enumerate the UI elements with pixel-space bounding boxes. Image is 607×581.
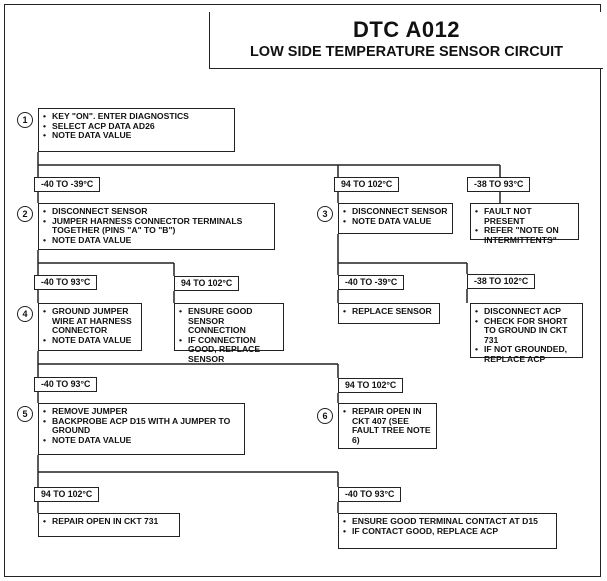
step-5-line: NOTE DATA VALUE [43,435,240,446]
dtc-code: DTC A012 [352,17,461,42]
step-4-line: GROUND JUMPER WIRE AT HARNESS CONNECTOR [43,306,137,336]
step-4-line: NOTE DATA VALUE [43,335,137,346]
result-fault-not-present: FAULT NOT PRESENT REFER "NOTE ON INTERMI… [470,203,579,245]
result-repair-ckt-731: REPAIR OPEN IN CKT 731 [38,513,180,537]
condition-s4-high: 94 TO 102°C [338,378,404,393]
step-6-box: REPAIR OPEN IN CKT 407 (SEE FAULT TREE N… [338,403,437,449]
result-disconnect-acp: DISCONNECT ACP CHECK FOR SHORT TO GROUND… [470,303,583,364]
step-5-box: REMOVE JUMPER BACKPROBE ACP D15 WITH A J… [38,403,245,455]
condition-s3-high: -38 TO 102°C [467,274,536,289]
step-3-box: DISCONNECT SENSOR NOTE DATA VALUE [338,203,453,234]
step-5-line: BACKPROBE ACP D15 WITH A JUMPER TO GROUN… [43,416,240,436]
result-line: ENSURE GOOD TERMINAL CONTACT AT D15 [343,516,552,527]
step-6-marker: 6 [317,408,333,424]
condition-s1-high: -38 TO 93°C [467,177,531,192]
result-line: FAULT NOT PRESENT [475,206,574,226]
step-2-box: DISCONNECT SENSOR JUMPER HARNESS CONNECT… [38,203,275,250]
title-block: DTC A012 LOW SIDE TEMPERATURE SENSOR CIR… [209,12,603,69]
result-ensure-sensor-connection: ENSURE GOOD SENSOR CONNECTION IF CONNECT… [174,303,284,364]
condition-s1-low: -40 TO -39°C [34,177,101,192]
result-line: IF CONTACT GOOD, REPLACE ACP [343,526,552,537]
step-4-box: GROUND JUMPER WIRE AT HARNESS CONNECTOR … [38,303,142,351]
step-2-line: NOTE DATA VALUE [43,235,270,246]
step-2-line: JUMPER HARNESS CONNECTOR TERMINALS TOGET… [43,216,270,236]
step-5-marker: 5 [17,406,33,422]
step-3-marker: 3 [317,206,333,222]
step-3-line: DISCONNECT SENSOR [343,206,448,217]
step-1-line: KEY "ON". ENTER DIAGNOSTICS [43,111,230,122]
step-5-line: REMOVE JUMPER [43,406,240,417]
condition-s5-low: -40 TO 93°C [338,487,402,502]
step-1-box: KEY "ON". ENTER DIAGNOSTICS SELECT ACP D… [38,108,235,152]
step-2-marker: 2 [17,206,33,222]
condition-s5-high: 94 TO 102°C [34,487,100,502]
dtc-subtitle: LOW SIDE TEMPERATURE SENSOR CIRCUIT [249,44,564,60]
result-replace-sensor: REPLACE SENSOR [338,303,440,324]
condition-s1-mid: 94 TO 102°C [334,177,400,192]
result-line: REPAIR OPEN IN CKT 731 [43,516,175,527]
step-2-line: DISCONNECT SENSOR [43,206,270,217]
page-frame [4,4,601,577]
result-line: IF NOT GROUNDED, REPLACE ACP [475,345,578,364]
result-line: IF CONNECTION GOOD, REPLACE SENSOR [179,335,279,365]
step-1-line: NOTE DATA VALUE [43,131,230,141]
result-line: REPLACE SENSOR [343,306,435,317]
result-line: REFER "NOTE ON INTERMITTENTS" [475,225,574,245]
step-6-line: REPAIR OPEN IN CKT 407 (SEE FAULT TREE N… [343,406,432,445]
condition-s2-low: -40 TO 93°C [34,275,98,290]
step-3-line: NOTE DATA VALUE [343,216,448,227]
condition-s3-low: -40 TO -39°C [338,275,405,290]
step-4-marker: 4 [17,306,33,322]
result-line: CHECK FOR SHORT TO GROUND IN CKT 731 [475,316,578,346]
condition-s4-low: -40 TO 93°C [34,377,98,392]
condition-s2-high: 94 TO 102°C [174,276,240,291]
step-1-line: SELECT ACP DATA AD26 [43,121,230,132]
result-line: ENSURE GOOD SENSOR CONNECTION [179,306,279,336]
step-1-marker: 1 [17,112,33,128]
result-ensure-terminal-contact: ENSURE GOOD TERMINAL CONTACT AT D15 IF C… [338,513,557,549]
result-line: DISCONNECT ACP [475,306,578,317]
